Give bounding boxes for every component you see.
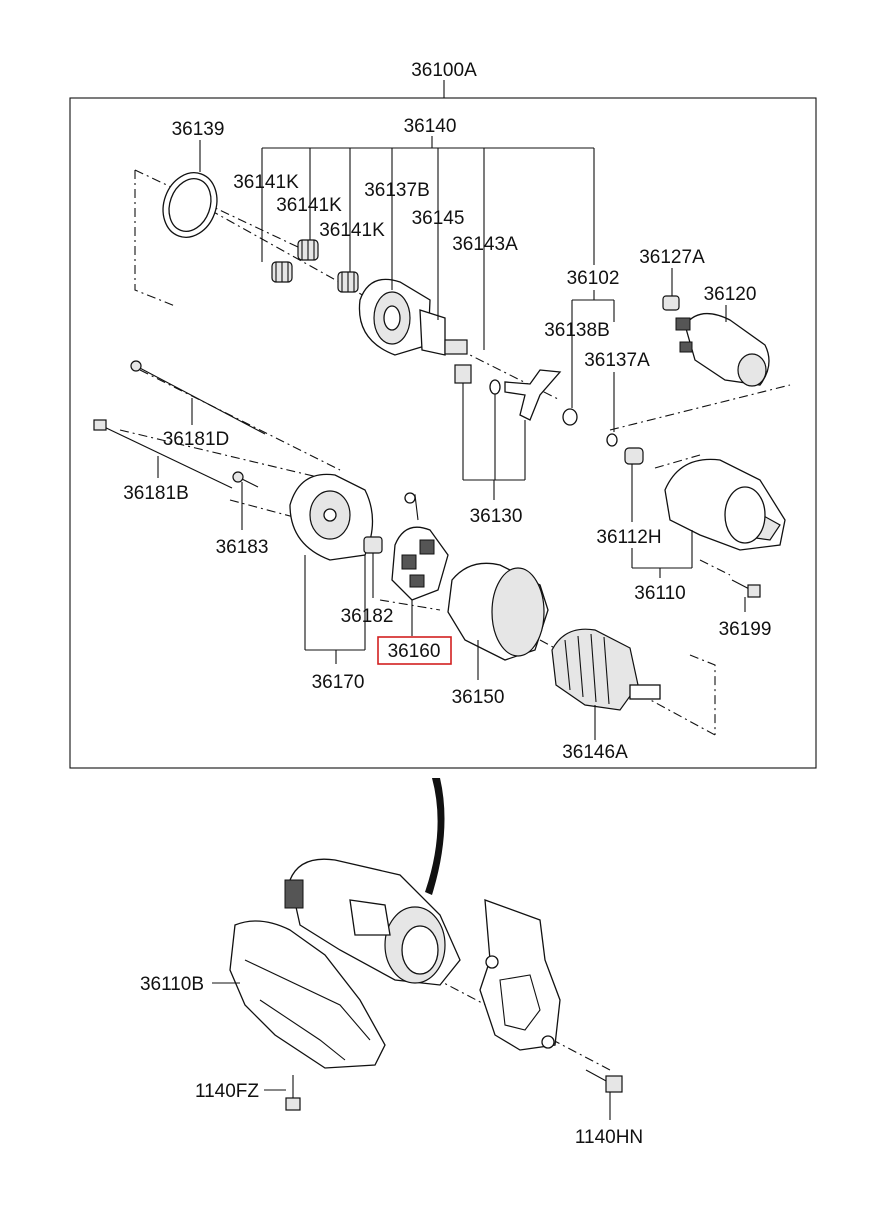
assembly-frame — [69, 97, 817, 769]
nut-36127A[interactable] — [662, 295, 680, 311]
bolt-1140HN[interactable] — [585, 1069, 623, 1093]
label-36141K-a[interactable]: 36141K — [233, 172, 299, 193]
highlight-box-36160 — [377, 636, 452, 665]
rear-cover-36170[interactable] — [289, 473, 374, 561]
label-36150[interactable]: 36150 — [452, 687, 505, 708]
label-36137B[interactable]: 36137B — [364, 180, 430, 201]
lever-set-36130[interactable] — [454, 364, 562, 421]
label-36112H[interactable]: 36112H — [596, 527, 661, 548]
screw-36183[interactable] — [232, 471, 259, 488]
gasket[interactable] — [479, 899, 561, 1051]
label-1140HN[interactable]: 1140HN — [575, 1127, 643, 1148]
solenoid-36120[interactable] — [675, 313, 770, 387]
label-36130[interactable]: 36130 — [470, 506, 523, 527]
bushing-36138B[interactable] — [562, 408, 578, 426]
o-ring-36139[interactable] — [154, 165, 225, 245]
label-36160[interactable]: 36160 — [388, 641, 441, 662]
assembly-arrow — [425, 778, 445, 895]
ring-36137A[interactable] — [606, 433, 618, 447]
part-labels: 36139 36140 36141K 36137B 36141K 36145 3… — [123, 116, 771, 1148]
label-36143A[interactable]: 36143A — [452, 234, 518, 255]
label-36102[interactable]: 36102 — [567, 268, 620, 289]
through-bolt-36181D[interactable] — [130, 360, 266, 435]
front-housing-36110[interactable] — [664, 458, 786, 551]
planet-gear-b[interactable] — [297, 239, 319, 261]
label-36199[interactable]: 36199 — [719, 619, 772, 640]
label-36182[interactable]: 36182 — [341, 606, 394, 627]
planet-gear-a[interactable] — [271, 261, 293, 283]
bolt-1140FZ[interactable] — [285, 1075, 301, 1111]
label-36137A[interactable]: 36137A — [584, 350, 650, 371]
label-36181D[interactable]: 36181D — [163, 429, 230, 450]
gear-housing-36137B[interactable] — [358, 278, 468, 356]
brush-holder-36160[interactable] — [391, 492, 449, 601]
bushing-36182[interactable] — [363, 536, 383, 554]
label-36181B[interactable]: 36181B — [123, 483, 189, 504]
bolt-36199[interactable] — [731, 579, 761, 598]
through-bolt-36181B[interactable] — [93, 419, 233, 489]
label-1140FZ[interactable]: 1140FZ — [195, 1081, 259, 1102]
armature-36146A[interactable] — [551, 628, 661, 711]
planet-gear-c[interactable] — [337, 271, 359, 293]
label-36146A[interactable]: 36146A — [562, 742, 628, 763]
bushing-36112H[interactable] — [624, 447, 644, 465]
yoke-36150[interactable] — [447, 562, 549, 661]
label-36139[interactable]: 36139 — [172, 119, 225, 140]
label-36138B[interactable]: 36138B — [544, 320, 610, 341]
label-36120[interactable]: 36120 — [704, 284, 757, 305]
label-36170[interactable]: 36170 — [312, 672, 365, 693]
label-36100A[interactable]: 36100A — [411, 60, 477, 81]
label-36141K-b[interactable]: 36141K — [276, 195, 342, 216]
leader-lines — [157, 136, 746, 1120]
heat-shield-36110B[interactable] — [229, 920, 386, 1069]
installed-starter[interactable] — [284, 858, 461, 986]
label-36110[interactable]: 36110 — [634, 583, 685, 604]
label-36141K-c[interactable]: 36141K — [319, 220, 385, 241]
label-36110B[interactable]: 36110B — [140, 974, 204, 995]
label-36183[interactable]: 36183 — [216, 537, 269, 558]
label-36127A[interactable]: 36127A — [639, 247, 705, 268]
label-36140[interactable]: 36140 — [404, 116, 457, 137]
label-36145[interactable]: 36145 — [412, 208, 465, 229]
